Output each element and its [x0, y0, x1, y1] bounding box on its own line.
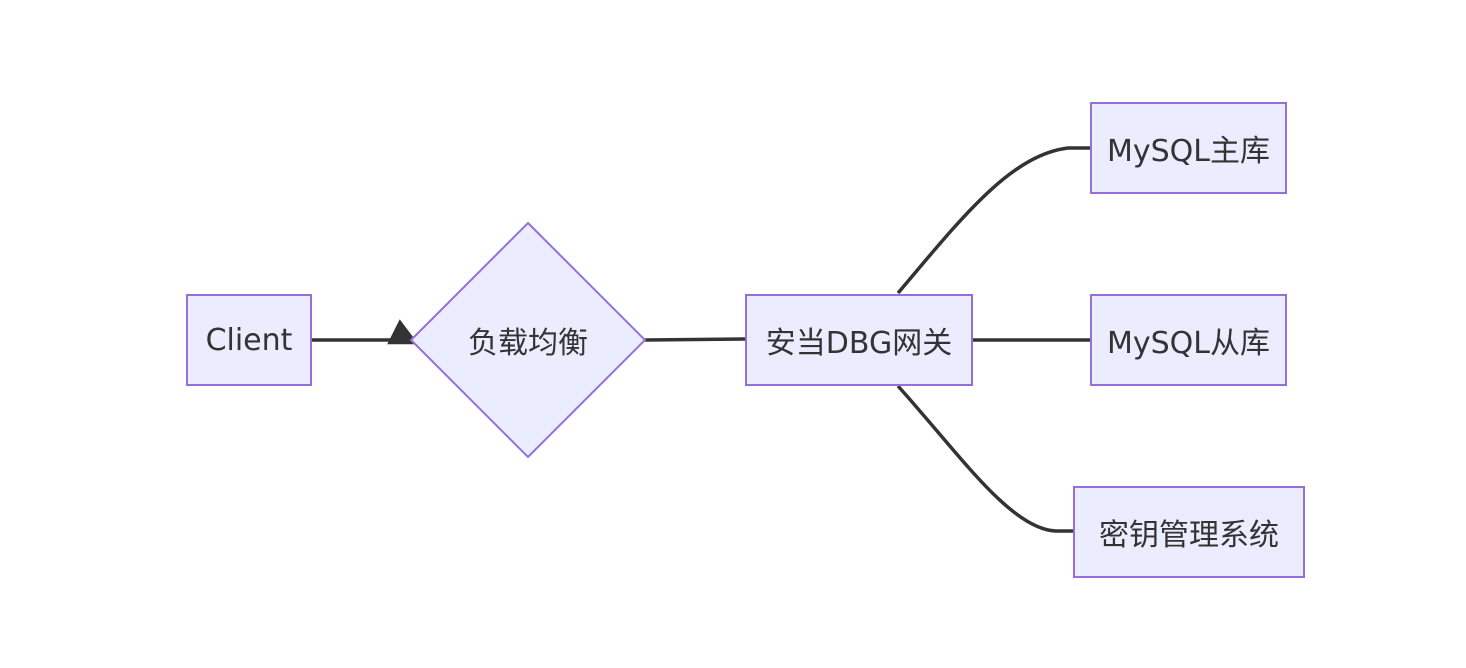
- edge-lb-to-gateway: [644, 337, 746, 342]
- mysql-master-node: [1090, 102, 1287, 194]
- edge-gateway-to-kms: [896, 384, 1073, 533]
- load-balancer-decision-shape: [409, 221, 647, 459]
- key-management-node: [1073, 486, 1305, 578]
- gateway-node: [745, 294, 973, 386]
- client-node: [186, 294, 312, 386]
- edge-client-to-lb: [312, 319, 419, 345]
- mysql-slave-node: [1090, 294, 1287, 386]
- edge-gateway-to-mysql-master: [896, 146, 1090, 295]
